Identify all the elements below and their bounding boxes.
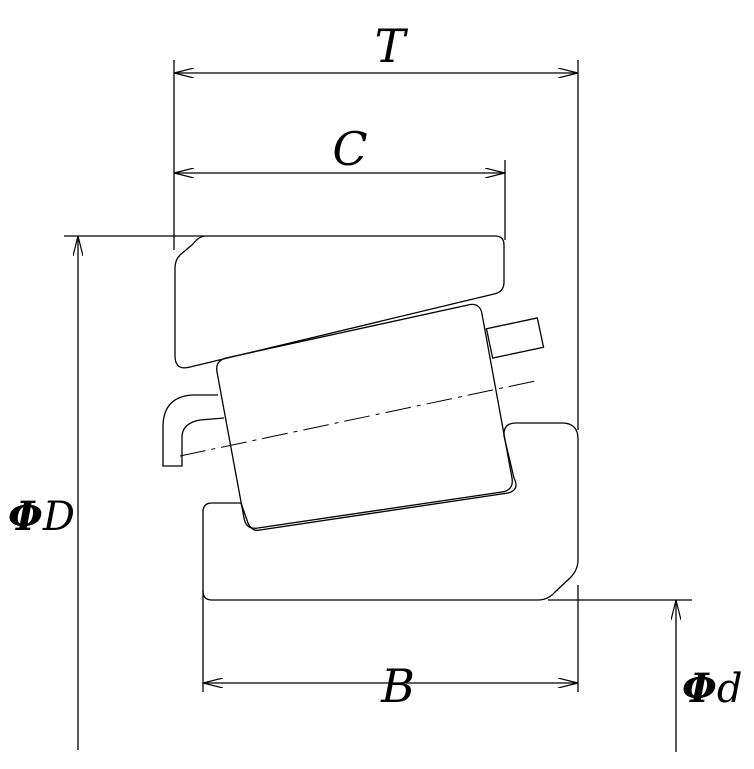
phi-symbol-D: Φ: [8, 493, 43, 540]
label-phi-D: ΦD: [8, 493, 75, 540]
roller: [216, 303, 513, 529]
phi-symbol-d: Φ: [682, 665, 717, 712]
label-B: B: [380, 659, 415, 713]
label-phi-d: Φd: [682, 665, 742, 712]
label-T: T: [375, 19, 409, 73]
label-D: D: [42, 494, 75, 540]
inner-ring: [202, 422, 579, 601]
cage-end-block: [485, 317, 545, 359]
outer-ring: [174, 235, 505, 369]
roller-axis-centerline: [179, 379, 541, 457]
label-d: d: [717, 666, 743, 712]
cage: [162, 394, 225, 467]
label-C: C: [332, 122, 367, 176]
